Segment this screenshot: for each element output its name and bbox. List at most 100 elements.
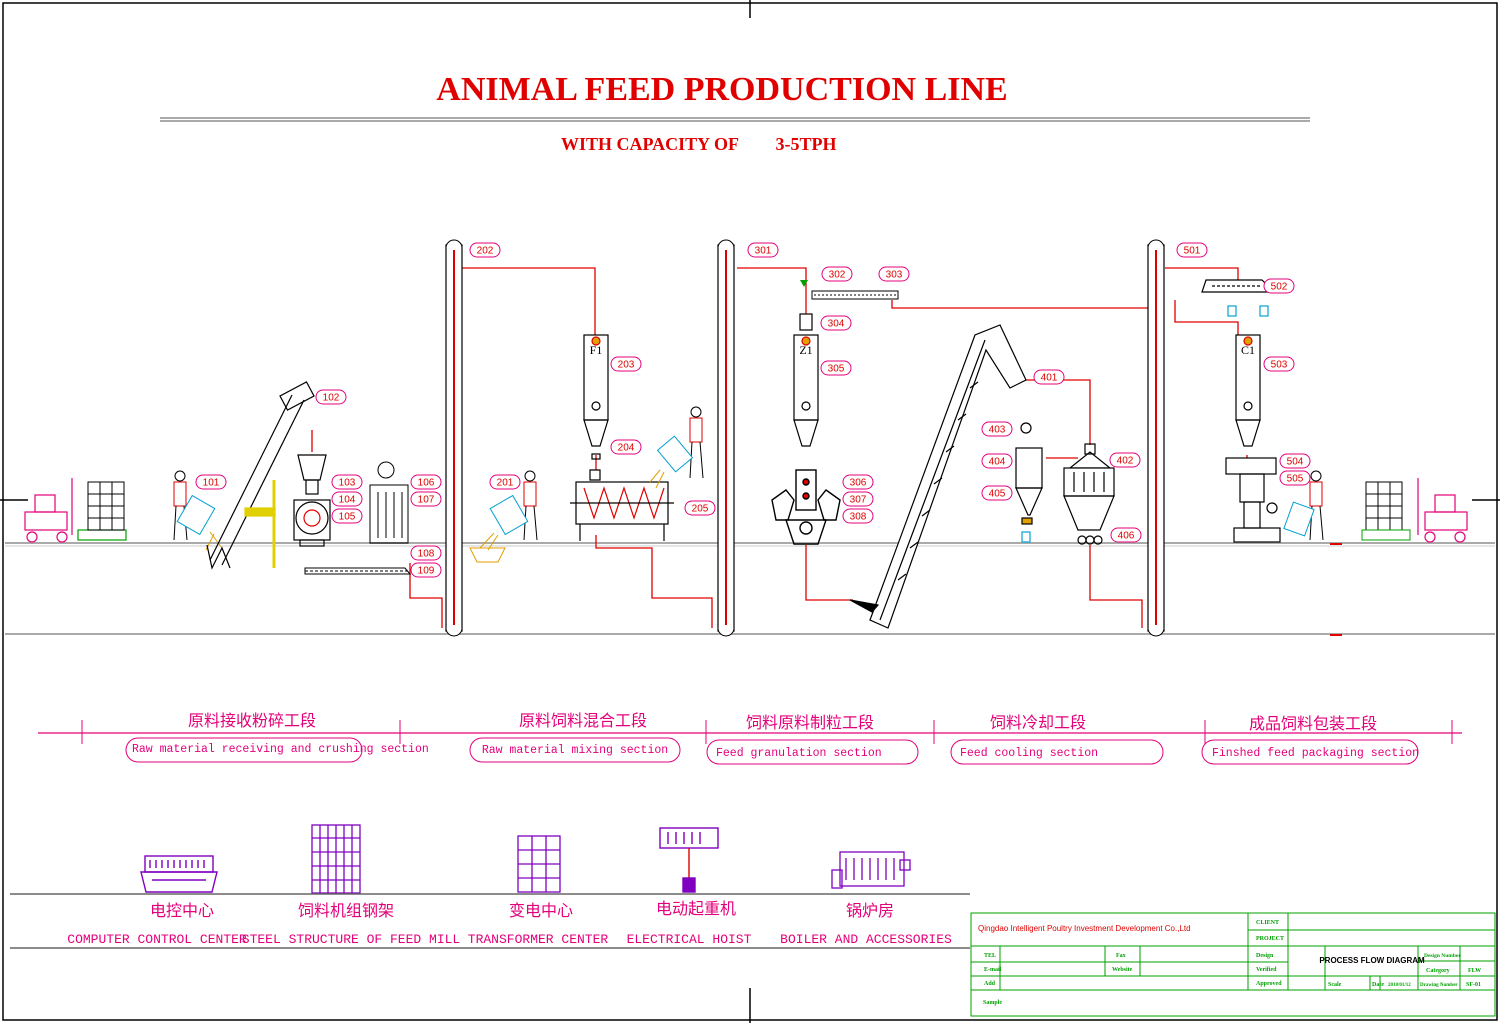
facility-cn-label: 饲料机组钢架 bbox=[298, 901, 394, 920]
section-cn-label: 原料饲料混合工段 bbox=[519, 711, 647, 730]
equipment-tag: 401 bbox=[1033, 369, 1065, 385]
cyclone-403 bbox=[1015, 422, 1043, 543]
finished-bin-503 bbox=[1235, 334, 1261, 447]
equipment-tag-label: 101 bbox=[203, 478, 220, 489]
pulse-dust-collector-106 bbox=[304, 461, 412, 575]
equipment-tag: 303 bbox=[878, 266, 910, 282]
equipment-tag: 306 bbox=[842, 474, 874, 490]
equipment-tag: 101 bbox=[195, 474, 227, 490]
equipment-tag-label: 109 bbox=[418, 566, 435, 577]
equipment-tag: 202 bbox=[469, 242, 501, 258]
equipment-tag: 402 bbox=[1109, 452, 1141, 468]
feeder-302 bbox=[800, 280, 899, 300]
facility-transformer: 变电中心 TRANSFORMER CENTER bbox=[468, 901, 609, 947]
equipment-tag: 205 bbox=[684, 500, 716, 516]
verified-label: Verified bbox=[1256, 967, 1277, 973]
section-cn-label: 饲料原料制粒工段 bbox=[746, 713, 874, 732]
section-en-label: Raw material mixing section bbox=[482, 744, 668, 757]
facility-en-label: BOILER AND ACCESSORIES bbox=[780, 932, 952, 947]
equipment-tag: 106 bbox=[410, 474, 442, 490]
batching-bin-203 bbox=[583, 334, 609, 460]
diagram-title: ANIMAL FEED PRODUCTION LINE bbox=[436, 71, 1007, 108]
equipment-tag: 104 bbox=[331, 491, 363, 507]
equipment-tag-label: 205 bbox=[692, 504, 709, 515]
facility-cn-label: 电动起重机 bbox=[656, 899, 736, 918]
equipment-tag: 109 bbox=[410, 562, 442, 578]
section-cn-label: 饲料冷却工段 bbox=[990, 713, 1086, 732]
equipment-tag: 403 bbox=[981, 421, 1013, 437]
equipment-tag-label: 308 bbox=[850, 512, 867, 523]
facility-en-label: ELECTRICAL HOIST bbox=[627, 932, 752, 947]
transformer-icon bbox=[517, 835, 561, 893]
equipment-tag-label: 305 bbox=[828, 364, 845, 375]
equipment-tag-label: 104 bbox=[339, 495, 356, 506]
facility-en-label: COMPUTER CONTROL CENTER bbox=[67, 932, 247, 947]
bin-label-c1: C1 bbox=[1241, 343, 1255, 357]
capacity-label: WITH CAPACITY OF bbox=[561, 134, 739, 154]
worker-205-icon bbox=[649, 406, 704, 489]
section-divider bbox=[38, 720, 1462, 744]
equipment-tag-label: 301 bbox=[755, 246, 772, 257]
category-label: Category bbox=[1426, 968, 1450, 974]
equipment-tag-label: 402 bbox=[1117, 456, 1134, 467]
equipment-tag: 203 bbox=[610, 356, 642, 372]
drawing-name: PROCESS FLOW DIAGRAM bbox=[1319, 956, 1425, 965]
equipment-tag: 105 bbox=[331, 508, 363, 524]
equipment-tag: 107 bbox=[410, 491, 442, 507]
pallet-stack-right-icon bbox=[1361, 481, 1411, 541]
bucket-elevator-301 bbox=[717, 239, 735, 637]
project-label: PROJECT bbox=[1256, 936, 1284, 942]
bucket-elevator-501 bbox=[1147, 239, 1165, 637]
equipment-tag-label: 306 bbox=[850, 478, 867, 489]
equipment-tag: 501 bbox=[1176, 242, 1208, 258]
drawing-number-value: SF-01 bbox=[1466, 982, 1481, 988]
equipment-tag-label: 502 bbox=[1271, 282, 1288, 293]
address-label: Add bbox=[984, 981, 996, 987]
equipment-tag-label: 501 bbox=[1184, 246, 1201, 257]
steel-structure-icon bbox=[311, 824, 361, 894]
classifier-502 bbox=[1201, 279, 1276, 317]
section-mixing: 原料饲料混合工段 Raw material mixing section bbox=[469, 711, 681, 763]
facility-boiler: 锅炉房 BOILER AND ACCESSORIES bbox=[780, 901, 952, 947]
facility-cn-label: 锅炉房 bbox=[846, 901, 894, 920]
equipment-tag-label: 401 bbox=[1041, 373, 1058, 384]
section-cooling: 饲料冷却工段 Feed cooling section bbox=[950, 713, 1164, 765]
equipment-tag: 308 bbox=[842, 508, 874, 524]
mixer-204 bbox=[570, 469, 674, 541]
equipment-tag: 406 bbox=[1110, 527, 1142, 543]
date-value: 2018/01/12 bbox=[1388, 983, 1411, 988]
equipment-tag-label: 303 bbox=[886, 270, 903, 281]
equipment-tag: 404 bbox=[981, 453, 1013, 469]
equipment-tag: 108 bbox=[410, 545, 442, 561]
section-en-label: Raw material receiving and crushing sect… bbox=[132, 743, 429, 756]
title-block bbox=[970, 912, 1496, 1017]
inclined-elevator-401 bbox=[849, 324, 1027, 629]
bucket-elevator-202 bbox=[445, 239, 463, 637]
equipment-tag: 301 bbox=[747, 242, 779, 258]
equipment-tag-label: 102 bbox=[323, 393, 340, 404]
equipment-tag-label: 403 bbox=[989, 425, 1006, 436]
inclined-screw-conveyor-102 bbox=[206, 381, 315, 570]
equipment-tag: 201 bbox=[489, 474, 521, 490]
equipment-tag: 405 bbox=[981, 485, 1013, 501]
facility-cn-label: 变电中心 bbox=[509, 901, 573, 920]
hoist-icon bbox=[659, 827, 719, 893]
bin-label-z1: Z1 bbox=[799, 343, 812, 357]
facility-en-label: STEEL STRUCTURE OF FEED MILL bbox=[242, 932, 460, 947]
equipment-tag: 502 bbox=[1263, 278, 1295, 294]
pallet-stack-left-icon bbox=[87, 481, 125, 531]
equipment-tag-label: 106 bbox=[418, 478, 435, 489]
equipment-tag-label: 202 bbox=[477, 246, 494, 257]
equipment-tag: 102 bbox=[315, 389, 347, 405]
counterflow-cooler-402 bbox=[1063, 443, 1115, 545]
equipment-tag-label: 307 bbox=[850, 495, 867, 506]
equipment-tag-label: 103 bbox=[339, 478, 356, 489]
equipment-tag-label: 201 bbox=[497, 478, 514, 489]
packing-scale-504 bbox=[1225, 457, 1281, 543]
equipment-tag: 305 bbox=[820, 360, 852, 376]
design-number-label: Design Number bbox=[1424, 953, 1461, 959]
equipment-tag-label: 204 bbox=[618, 443, 635, 454]
equipment-tag: 307 bbox=[842, 491, 874, 507]
